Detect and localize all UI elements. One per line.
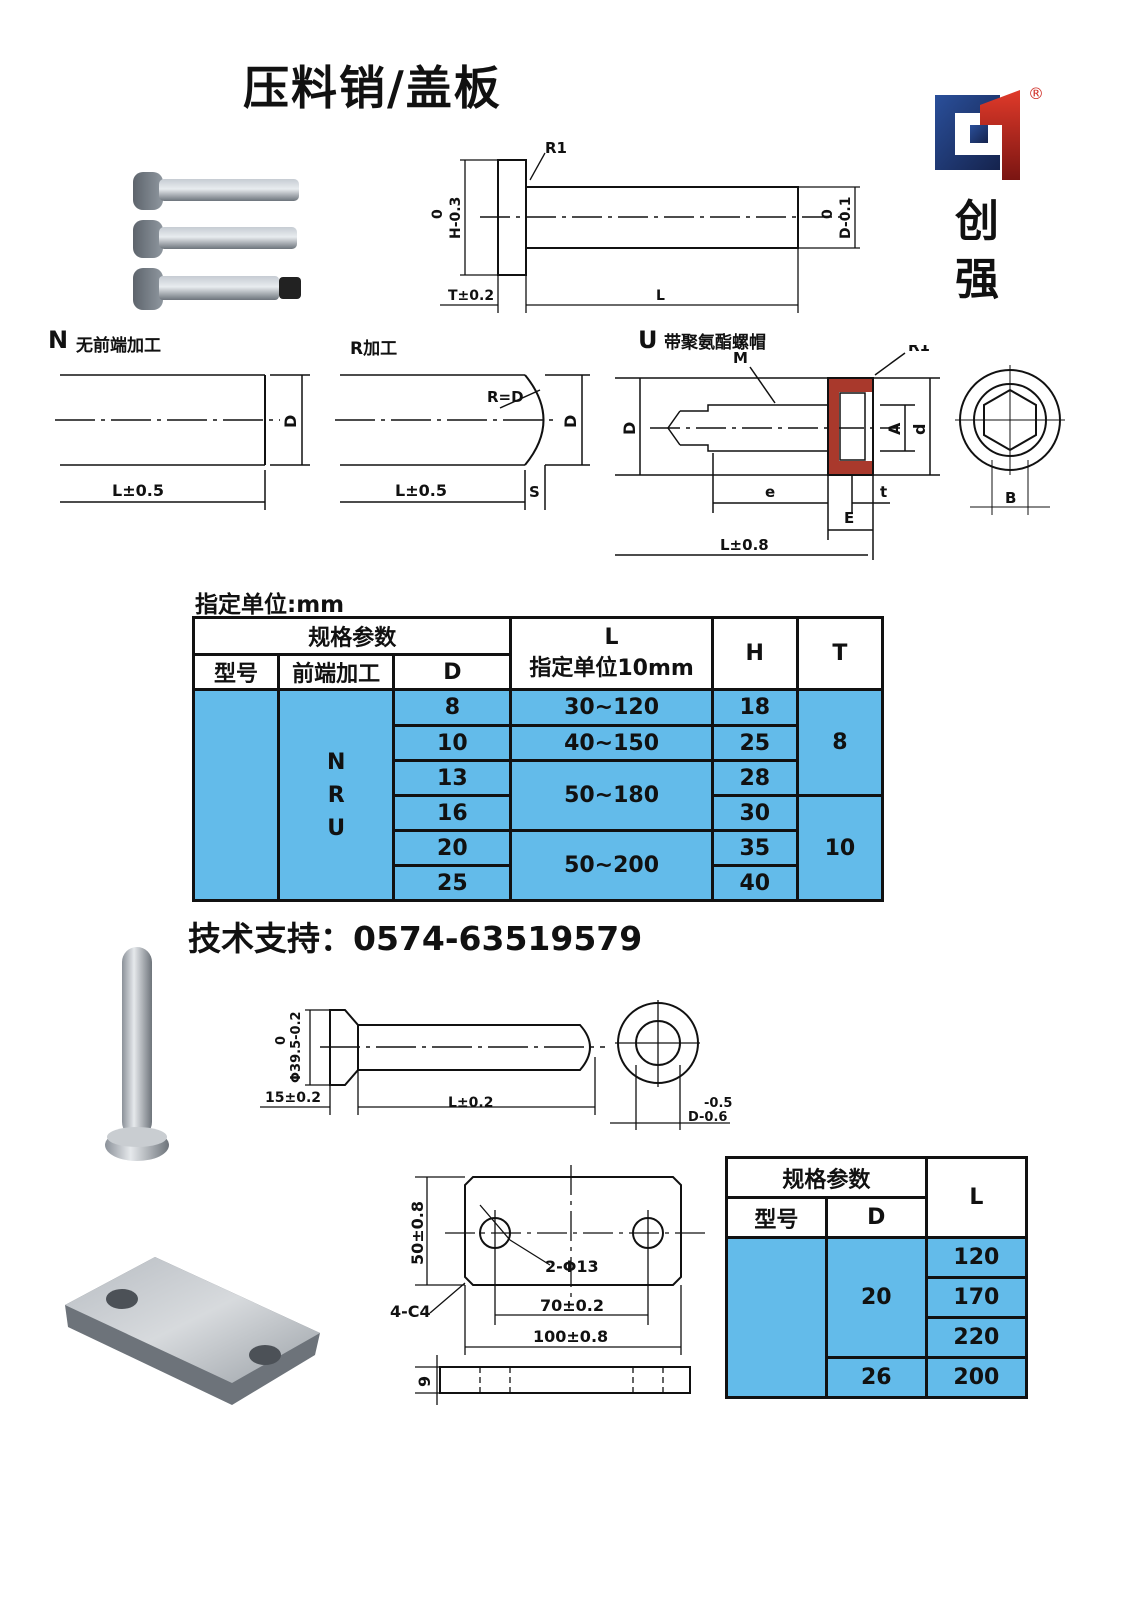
h-cell: 40 <box>710 864 799 902</box>
w100-label: 100±0.8 <box>533 1327 608 1346</box>
d-cell: 25 <box>392 864 513 902</box>
long-pin-photo <box>105 947 169 1161</box>
registered-mark: ® <box>1028 84 1044 103</box>
unit-note: 指定单位:mm <box>195 592 345 618</box>
tech-support: 技术支持：0574-63519579 <box>188 919 643 958</box>
d-cell-2: 20 <box>824 1236 928 1359</box>
u-r1-label: R1 <box>908 345 930 355</box>
brand-name-1: 创 <box>955 196 999 247</box>
r1-label: R1 <box>545 139 567 157</box>
d-header: D <box>392 653 513 691</box>
r-s-label: S <box>529 483 540 501</box>
u-m-label: M <box>733 349 748 367</box>
l-cell: 50~200 <box>509 829 714 902</box>
h-cell: 28 <box>710 759 799 797</box>
h-cell: 35 <box>710 829 799 867</box>
type-u-drawing: M R1 D A d e E t L±0.8 <box>615 345 940 560</box>
pins-photo <box>133 172 301 310</box>
phi-label: Φ39.5-0.2 <box>289 1011 304 1083</box>
type-n-drawing: D L±0.5 <box>55 374 310 510</box>
h-cell: 30 <box>710 794 799 832</box>
h-cell: 18 <box>710 688 799 727</box>
d-tol-top: 0 <box>820 209 836 219</box>
tol-b-label: D-0.6 <box>688 1110 727 1125</box>
u-a-label: A <box>885 422 904 435</box>
d-cell: 13 <box>392 759 513 797</box>
spec-header: 规格参数 <box>191 616 513 656</box>
type-cell <box>191 688 281 902</box>
spec-header-2: 规格参数 <box>725 1156 928 1199</box>
type-header: 型号 <box>191 653 281 691</box>
r-d-label: D <box>561 415 580 428</box>
d-cell: 16 <box>392 794 513 832</box>
type-header-2: 型号 <box>725 1196 828 1239</box>
l-header-2: L <box>924 1156 1029 1239</box>
u-d-label: D <box>620 422 639 435</box>
holes-label: 2-Φ13 <box>545 1257 599 1276</box>
thick-label: 9 <box>415 1376 434 1387</box>
long-pin-drawing: 0 Φ39.5-0.2 15±0.2 L±0.2 -0.5 D-0.6 <box>260 1000 732 1130</box>
t-label: T±0.2 <box>448 288 494 304</box>
len15-label: 15±0.2 <box>265 1090 321 1106</box>
type-u-letter: U <box>638 326 658 354</box>
h-tol-top: 0 <box>430 209 446 219</box>
l-cell-2: 220 <box>924 1316 1029 1359</box>
r-eq-d-label: R=D <box>487 388 524 406</box>
r-l-label: L±0.5 <box>395 481 447 500</box>
cap-b-label: B <box>1005 489 1016 507</box>
t-header: T <box>795 616 885 691</box>
chamfer-label: 4-C4 <box>390 1302 431 1321</box>
phi-top: 0 <box>274 1036 289 1045</box>
type-cell-2 <box>725 1236 828 1399</box>
h50-label: 50±0.8 <box>408 1201 427 1265</box>
u-e-big-label: E <box>844 509 854 527</box>
pin-dimension-drawing: R1 0 H-0.3 0 D-0.1 T±0.2 L <box>430 139 860 313</box>
h-header: H <box>710 616 799 691</box>
t-cell: 10 <box>795 794 885 902</box>
u-l-label: L±0.8 <box>720 536 769 554</box>
l-label: L <box>656 288 665 304</box>
n-l-label: L±0.5 <box>112 481 164 500</box>
type-r-label: R加工 <box>350 339 398 359</box>
cap-end-view: B <box>955 365 1065 515</box>
h-cell: 25 <box>710 724 799 762</box>
type-r-drawing: R=D D L±0.5 S <box>335 374 590 510</box>
tol-a-label: -0.5 <box>704 1096 732 1111</box>
n-d-label: D <box>281 415 300 428</box>
u-t-label: t <box>880 483 887 501</box>
d-tol: D-0.1 <box>838 197 854 240</box>
l-cell: 30~120 <box>509 688 714 727</box>
plate-spec-table: 规格参数 L 型号 D 20 120 170 220 26 200 <box>725 1156 1029 1399</box>
brand-logo <box>935 90 1020 180</box>
l-cell-2: 170 <box>924 1276 1029 1319</box>
cover-plate-drawing: 50±0.8 2-Φ13 4-C4 70±0.2 100±0.8 9 <box>390 1165 705 1405</box>
d-cell: 10 <box>392 724 513 762</box>
d-cell: 8 <box>392 688 513 727</box>
u-d-small-label: d <box>910 424 929 435</box>
l02-label: L±0.2 <box>448 1095 493 1111</box>
l-cell-2: 120 <box>924 1236 1029 1279</box>
page-title: 压料销/盖板 <box>243 61 502 115</box>
d-cell: 20 <box>392 829 513 867</box>
d-header-2: D <box>824 1196 928 1239</box>
brand-name-2: 强 <box>955 254 999 305</box>
w70-label: 70±0.2 <box>540 1296 604 1315</box>
u-e-small-label: e <box>765 483 775 501</box>
type-u-label: 带聚氨酯螺帽 <box>664 333 766 353</box>
front-header: 前端加工 <box>277 653 396 691</box>
cover-plate-photo <box>65 1257 320 1405</box>
l-cell: 40~150 <box>509 724 714 762</box>
l-cell-2: 200 <box>924 1356 1029 1399</box>
type-n-letter: N <box>48 326 69 354</box>
d-cell-2: 26 <box>824 1356 928 1399</box>
l-cell: 50~180 <box>509 759 714 832</box>
h-tol: H-0.3 <box>448 197 464 239</box>
t-cell: 8 <box>795 688 885 797</box>
type-n-label: 无前端加工 <box>76 336 161 356</box>
